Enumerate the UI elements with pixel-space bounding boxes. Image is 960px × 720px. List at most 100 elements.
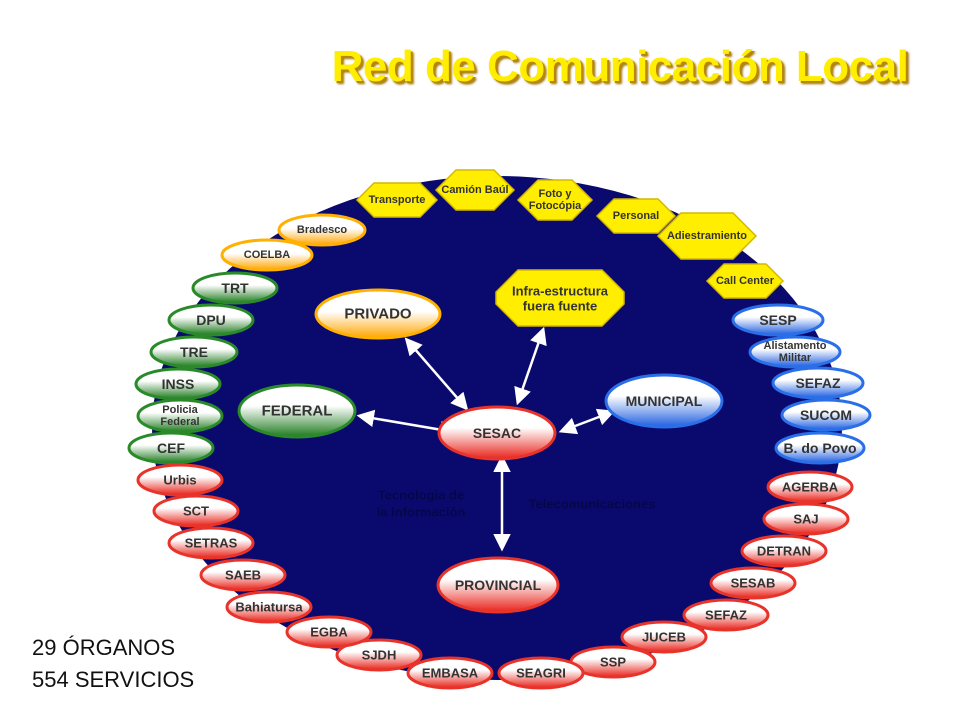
- node-bahiatursa[interactable]: Bahiatursa: [225, 590, 313, 624]
- node-label: DETRAN: [757, 544, 811, 559]
- node-label: EMBASA: [422, 666, 479, 681]
- node-label: EGBA: [310, 625, 348, 640]
- infra-shape: [495, 269, 625, 327]
- node-dpu[interactable]: DPU: [167, 303, 255, 337]
- node-inss[interactable]: INSS: [134, 367, 222, 401]
- node-label: TRE: [180, 344, 208, 360]
- node-sct[interactable]: SCT: [152, 494, 240, 528]
- node-shape: [225, 590, 313, 624]
- node-label: SETRAS: [185, 536, 238, 551]
- arrow-infra: [514, 326, 547, 406]
- node-label: B. do Povo: [783, 440, 856, 456]
- node-label: Alistamento: [764, 340, 827, 352]
- arrow-privado: [404, 337, 469, 411]
- node-label: Transporte: [369, 194, 426, 206]
- node-shape: [774, 431, 866, 465]
- node-setras[interactable]: SETRAS: [167, 526, 255, 560]
- node-municipal[interactable]: MUNICIPAL: [604, 373, 724, 429]
- node-shape: [771, 366, 865, 400]
- service-transporte[interactable]: Transporte: [355, 182, 439, 218]
- node-shape: [497, 656, 585, 690]
- node-shape: [149, 335, 239, 369]
- node-sucom[interactable]: SUCOM: [780, 398, 872, 432]
- node-detran[interactable]: DETRAN: [740, 534, 828, 568]
- node-label: SESAC: [473, 425, 521, 441]
- node-shape: [136, 463, 224, 497]
- node-label: SAEB: [225, 568, 261, 583]
- arrow-municipal: [558, 408, 616, 435]
- node-shape: [314, 288, 442, 340]
- service-call-center[interactable]: Call Center: [705, 263, 785, 299]
- node-sesab[interactable]: SESAB: [709, 566, 797, 600]
- node-shape: [406, 656, 494, 690]
- node-shape: [285, 615, 373, 649]
- node-shape: [740, 534, 828, 568]
- node-label: CEF: [157, 440, 185, 456]
- node-federal[interactable]: FEDERAL: [237, 383, 357, 439]
- node-label: SAJ: [793, 512, 818, 527]
- node-coelba[interactable]: COELBA: [220, 238, 314, 272]
- node-b-do-povo[interactable]: B. do Povo: [774, 431, 866, 465]
- node-sesp[interactable]: SESP: [731, 303, 825, 337]
- servicios-count: 554 SERVICIOS: [32, 667, 195, 692]
- node-label: SUCOM: [800, 407, 852, 423]
- node-label: Federal: [160, 416, 199, 428]
- node-tre[interactable]: TRE: [149, 335, 239, 369]
- node-label: SEFAZ: [705, 608, 747, 623]
- node-shape: [731, 303, 825, 337]
- service-personal[interactable]: Personal: [595, 198, 677, 234]
- infra-label: fuera fuente: [523, 299, 597, 314]
- node-label: INSS: [162, 376, 195, 392]
- node-juceb[interactable]: JUCEB: [620, 620, 708, 654]
- node-sefaz-mun[interactable]: SEFAZ: [771, 366, 865, 400]
- node-agerba[interactable]: AGERBA: [766, 470, 854, 504]
- node-label: DPU: [196, 312, 226, 328]
- node-shape: [167, 526, 255, 560]
- node-saj[interactable]: SAJ: [762, 502, 850, 536]
- node-shape: [335, 638, 423, 672]
- node-label: Call Center: [716, 275, 775, 287]
- node-label: Foto y: [539, 188, 573, 200]
- node-label: JUCEB: [642, 630, 686, 645]
- node-label: Adiestramiento: [667, 230, 747, 242]
- node-label: Urbis: [163, 473, 196, 488]
- node-label: SSP: [600, 655, 626, 670]
- node-urbis[interactable]: Urbis: [136, 463, 224, 497]
- node-shape: [709, 566, 797, 600]
- node-egba[interactable]: EGBA: [285, 615, 373, 649]
- node-shape: [604, 373, 724, 429]
- node-sefaz[interactable]: SEFAZ: [682, 598, 770, 632]
- node-label: SJDH: [362, 648, 397, 663]
- service-shape: [705, 263, 785, 299]
- node-ssp[interactable]: SSP: [569, 645, 657, 679]
- node-saeb[interactable]: SAEB: [199, 558, 287, 592]
- node-shape: [152, 494, 240, 528]
- node-shape: [436, 556, 560, 614]
- node-bradesco[interactable]: Bradesco: [277, 213, 367, 247]
- node-shape: [762, 502, 850, 536]
- service-adiestramiento[interactable]: Adiestramiento: [656, 212, 758, 260]
- annotation-telecomunicaciones: Telecomunicaciones: [529, 497, 656, 512]
- node-sesac-center[interactable]: SESAC: [437, 405, 557, 461]
- node-label: PRIVADO: [344, 306, 412, 323]
- node-privado[interactable]: PRIVADO: [314, 288, 442, 340]
- node-sjdh[interactable]: SJDH: [335, 638, 423, 672]
- node-label: SESAB: [731, 576, 776, 591]
- service-camion-baul[interactable]: Camión Baúl: [434, 169, 516, 211]
- node-cef[interactable]: CEF: [127, 431, 215, 465]
- node-embasa[interactable]: EMBASA: [406, 656, 494, 690]
- node-shape: [277, 213, 367, 247]
- node-trt[interactable]: TRT: [191, 271, 279, 305]
- node-label: FEDERAL: [262, 403, 333, 420]
- node-label: AGERBA: [782, 480, 839, 495]
- node-shape: [220, 238, 314, 272]
- node-provincial[interactable]: PROVINCIAL: [436, 556, 560, 614]
- connection-arrows: [356, 326, 616, 552]
- node-label: Camión Baúl: [441, 184, 508, 196]
- service-shape: [595, 198, 677, 234]
- node-seagri[interactable]: SEAGRI: [497, 656, 585, 690]
